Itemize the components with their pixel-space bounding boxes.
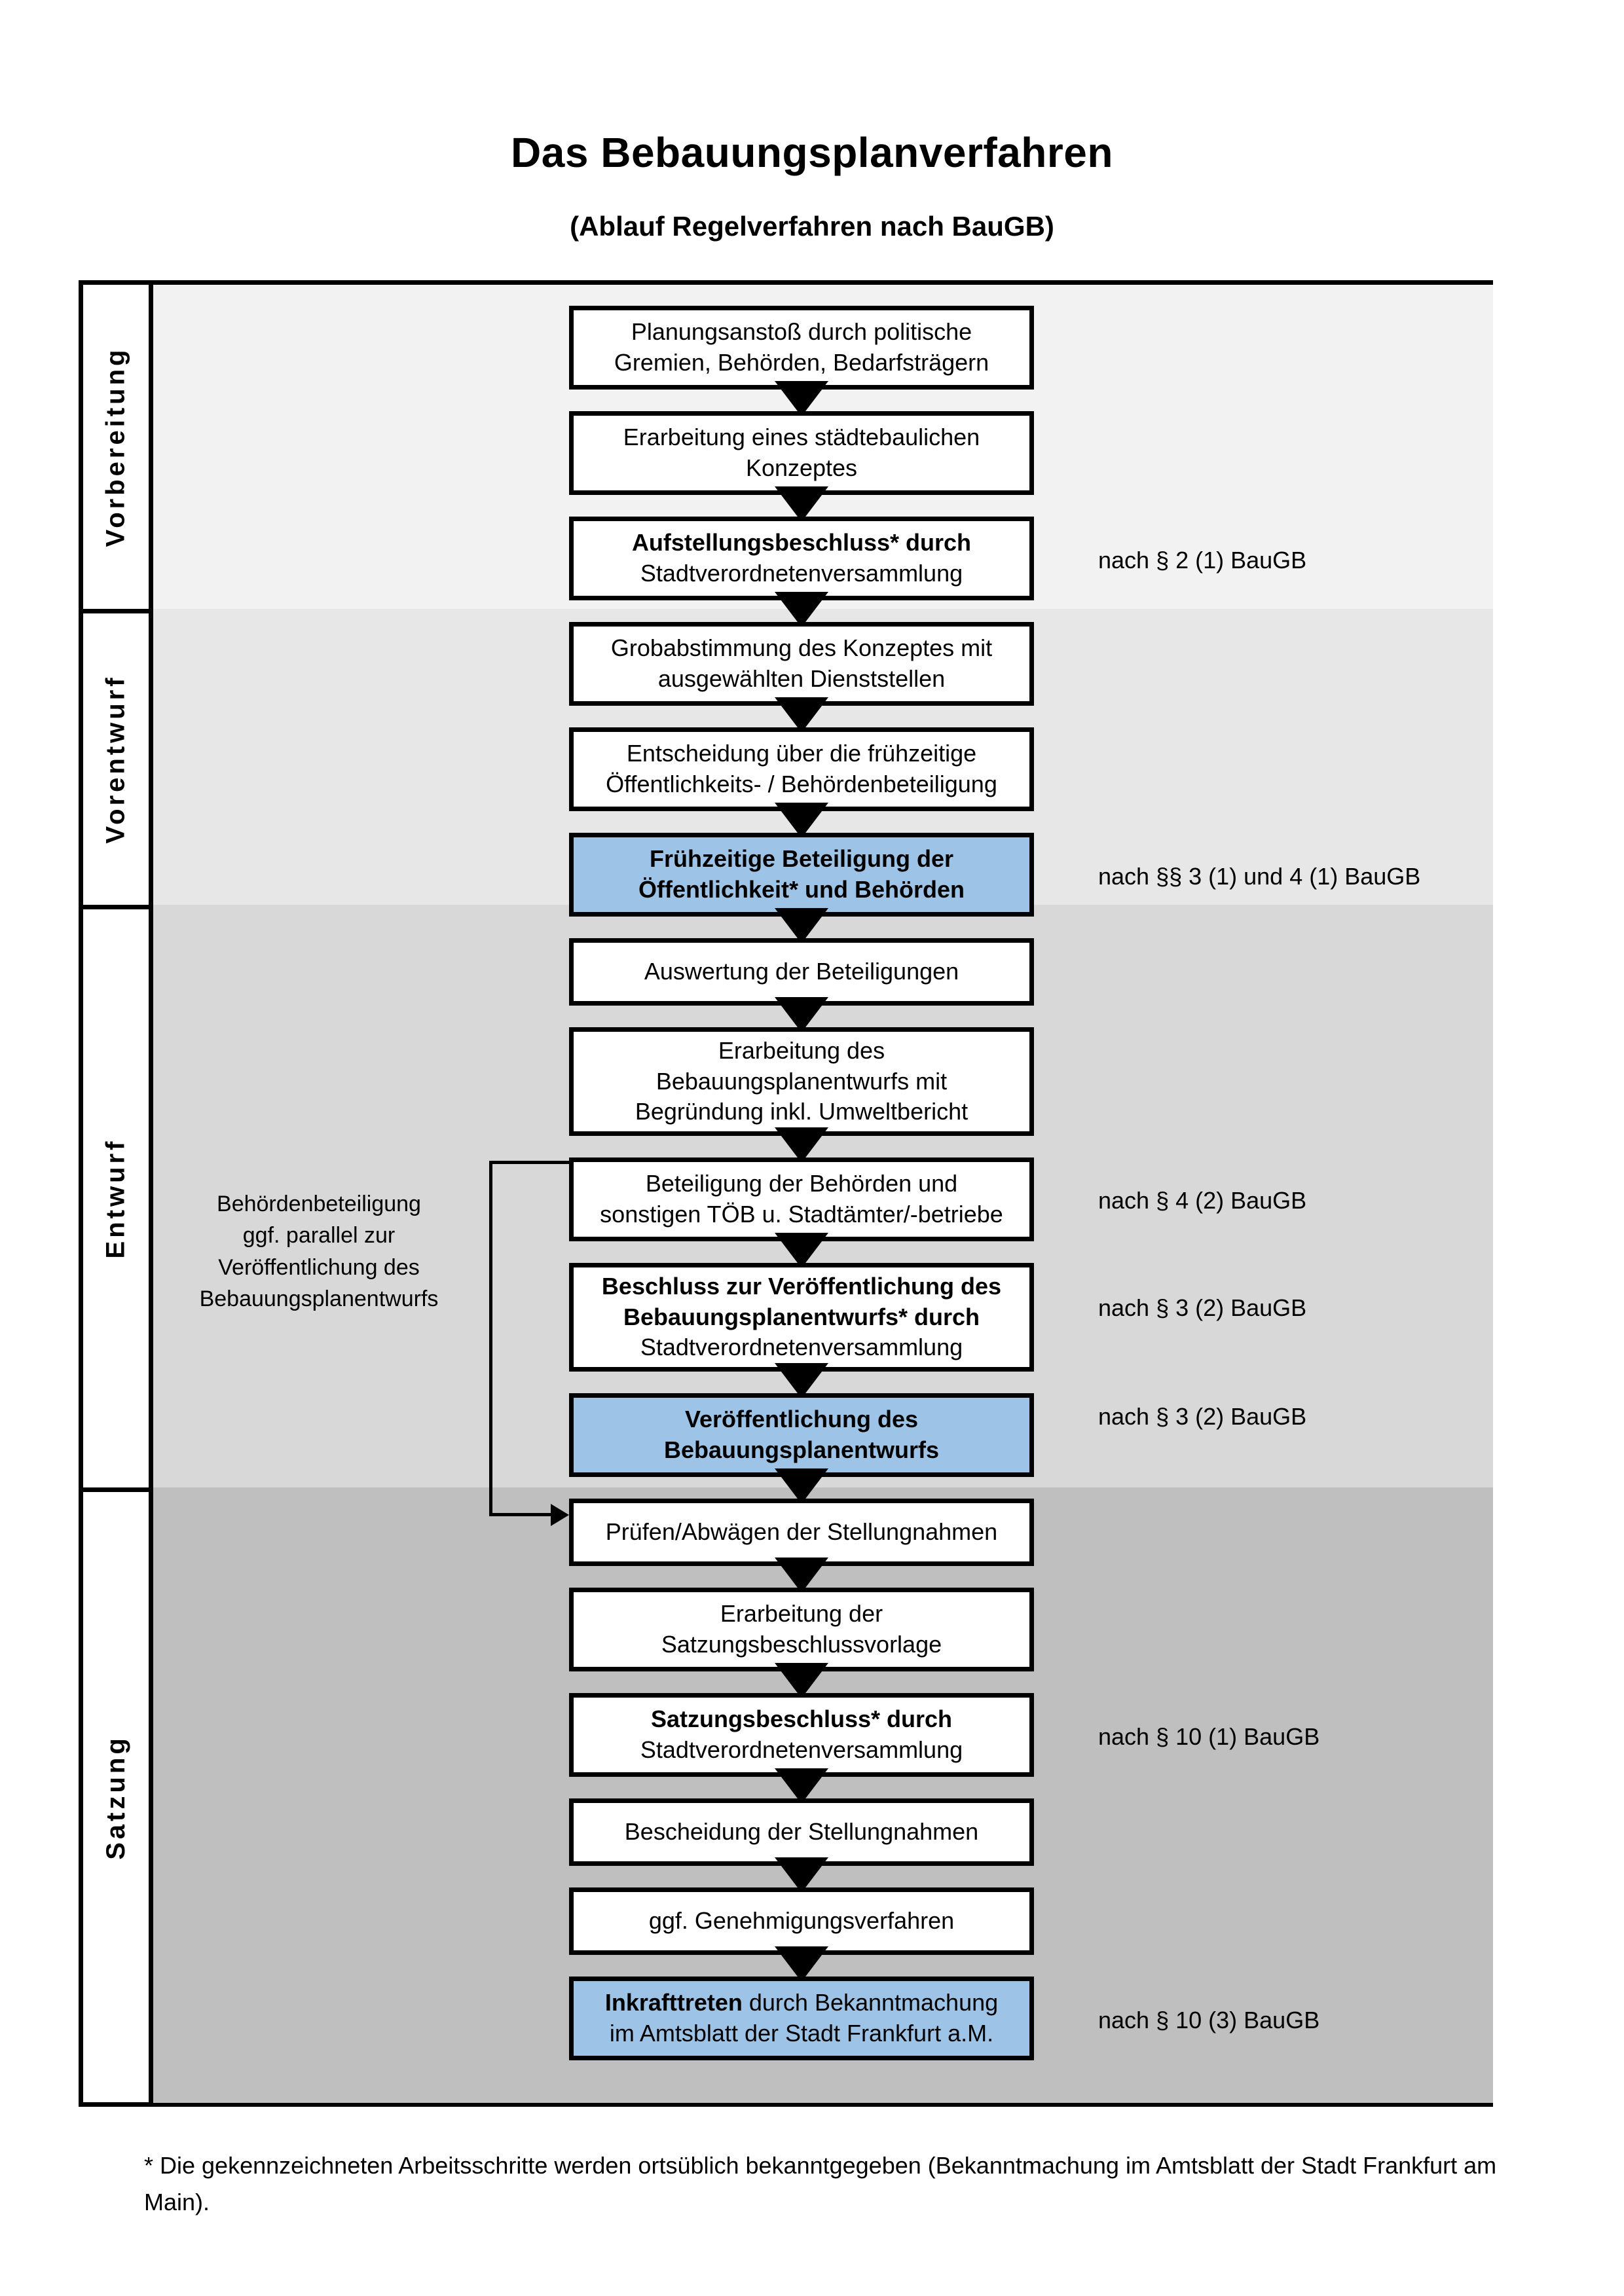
flow-node-erarbeitung-entwurf[interactable]: Erarbeitung des Bebauungsplanentwurfs mi… [569,1027,1034,1136]
sidenote-behoerdenbeteiligung: Behördenbeteiligung ggf. parallel zur Ve… [181,1188,456,1315]
connector-top-segment [489,1161,570,1164]
phase-label-vorentwurf: Vorentwurf [101,674,130,844]
sidenote-line: Behördenbeteiligung [217,1192,421,1216]
flow-node-veroeffentlichung[interactable]: Veröffentlichung des Bebauungsplanentwur… [569,1393,1034,1477]
flow-arrow-down-icon [775,997,828,1032]
flow-node-fruehzeitige-beteiligung[interactable]: Frühzeitige Beteiligung der Öffentlichke… [569,833,1034,917]
flow-arrow-down-icon [775,1558,828,1593]
legal-ref-2-1: nach § 2 (1) BauGB [1098,547,1307,574]
legal-ref-10-3: nach § 10 (3) BauGB [1098,2007,1320,2033]
sidenote-line: Veröffentlichung des [218,1254,420,1280]
page-subtitle: (Ablauf Regelverfahren nach BauGB) [570,211,1054,242]
node-line: Beschluss zur Veröffentlichung des [601,1272,1002,1300]
flow-node-satzungsbeschlussvorlage[interactable]: Erarbeitung der Satzungsbeschlussvorlage [569,1588,1034,1671]
flow-arrow-down-icon [775,1663,828,1698]
phase-label-satzung: Satzung [101,1735,130,1860]
flow-node-planungsanstoss[interactable]: Planungsanstoß durch politische Gremien,… [569,306,1034,390]
flow-node-beteiligung-behoerden[interactable]: Beteiligung der Behörden und sonstigen T… [569,1157,1034,1241]
node-line: Prüfen/Abwägen der Stellungnahmen [605,1518,998,1546]
page-title: Das Bebauungsplanverfahren [511,129,1113,176]
phase-cell-entwurf: Entwurf [83,909,149,1487]
flow-arrow-down-icon [775,697,828,733]
node-line: ausgewählten Dienststellen [657,665,946,692]
node-line: im Amtsblatt der Stadt Frankfurt a.M. [609,2020,994,2047]
flow-node-aufstellungsbeschluss[interactable]: Aufstellungsbeschluss* durch Stadtverord… [569,517,1034,600]
node-line: Öffentlichkeit* und Behörden [638,876,965,903]
flow-node-grobabstimmung[interactable]: Grobabstimmung des Konzeptes mit ausgewä… [569,622,1034,706]
flow-node-satzungsbeschluss[interactable]: Satzungsbeschluss* durch Stadtverordnete… [569,1693,1034,1777]
node-line: Bescheidung der Stellungnahmen [624,1818,979,1846]
node-line: Begründung inkl. Umweltbericht [635,1098,969,1125]
flow-arrow-down-icon [775,592,828,627]
flow-arrow-down-icon [775,1127,828,1163]
phase-label-vorbereitung: Vorbereitung [101,346,130,547]
connector-vertical-segment [489,1161,492,1514]
node-line: Frühzeitige Beteiligung der [649,845,954,873]
flow-node-genehmigungsverfahren[interactable]: ggf. Genehmigungsverfahren [569,1887,1034,1955]
flow-node-entscheidung-fruehzeitig[interactable]: Entscheidung über die frühzeitige Öffent… [569,727,1034,811]
flow-arrow-down-icon [775,1468,828,1504]
flow-node-beschluss-veroeffentlichung[interactable]: Beschluss zur Veröffentlichung des Bebau… [569,1263,1034,1372]
flow-arrow-down-icon [775,1768,828,1804]
flow-arrow-down-icon [775,1363,828,1398]
flow-node-bescheidung[interactable]: Bescheidung der Stellungnahmen [569,1798,1034,1866]
phase-cell-vorbereitung: Vorbereitung [83,285,149,609]
node-line: Konzeptes [745,454,858,481]
node-line: Beteiligung der Behörden und [645,1170,958,1197]
flow-node-pruefen-abwaegen[interactable]: Prüfen/Abwägen der Stellungnahmen [569,1499,1034,1566]
node-line: Entscheidung über die frühzeitige [626,740,977,767]
node-line: Stadtverordnetenversammlung [640,1736,963,1763]
node-line: Öffentlichkeits- / Behördenbeteiligung [606,771,997,797]
node-line: Satzungsbeschlussvorlage [661,1631,942,1658]
node-line: Stadtverordnetenversammlung [640,1334,963,1361]
footnote: * Die gekennzeichneten Arbeitsschritte w… [144,2152,1497,2215]
phase-cell-satzung: Satzung [83,1492,149,2103]
flow-arrow-down-icon [775,803,828,838]
flow-arrow-down-icon [775,1233,828,1268]
connector-arrowhead-icon [551,1504,569,1526]
phase-cell-vorentwurf: Vorentwurf [83,613,149,905]
legal-ref-10-1: nach § 10 (1) BauGB [1098,1723,1320,1750]
flow-arrow-down-icon [775,381,828,416]
node-line: Bebauungsplanentwurfs* durch [623,1303,980,1330]
node-line: Erarbeitung des [718,1036,885,1064]
node-line: Grobabstimmung des Konzeptes mit [610,634,993,662]
node-line: Stadtverordnetenversammlung [640,560,963,587]
flow-node-konzept[interactable]: Erarbeitung eines städtebaulichen Konzep… [569,411,1034,495]
legal-ref-3-2-b: nach § 3 (2) BauGB [1098,1403,1307,1430]
flow-node-inkrafttreten[interactable]: Inkrafttreten durch Bekanntmachung im Am… [569,1977,1034,2060]
node-line: sonstigen TÖB u. Stadtämter/-betriebe [600,1201,1003,1228]
flow-arrow-down-icon [775,486,828,522]
node-line: Inkrafttreten durch Bekanntmachung [604,1989,999,2016]
legal-ref-3-2-a: nach § 3 (2) BauGB [1098,1294,1307,1321]
flow-arrow-down-icon [775,1946,828,1982]
phase-divider-1 [83,609,149,613]
phase-divider-3 [83,1487,149,1492]
flow-arrow-down-icon [775,1857,828,1893]
sidenote-line: Bebauungsplanentwurfs [199,1286,439,1311]
node-line: Aufstellungsbeschluss* durch [631,529,972,556]
node-line: Erarbeitung eines städtebaulichen [623,424,980,451]
node-line: Bebauungsplanentwurfs mit [655,1067,948,1095]
node-line: Bebauungsplanentwurfs [663,1436,940,1463]
phase-label-entwurf: Entwurf [101,1138,130,1259]
node-line: ggf. Genehmigungsverfahren [648,1907,955,1935]
node-line: Auswertung der Beteiligungen [644,958,959,985]
legal-ref-4-2: nach § 4 (2) BauGB [1098,1187,1307,1214]
node-line: Gremien, Behörden, Bedarfsträgern [614,349,989,376]
node-line: Satzungsbeschluss* durch [650,1705,953,1733]
node-line: Veröffentlichung des [684,1406,919,1433]
phase-label-column: Vorbereitung Vorentwurf Entwurf Satzung [83,285,153,2102]
flow-node-auswertung[interactable]: Auswertung der Beteiligungen [569,938,1034,1006]
phase-divider-2 [83,905,149,909]
legal-ref-3-1-4-1: nach §§ 3 (1) und 4 (1) BauGB [1098,863,1421,890]
node-line: Planungsanstoß durch politische [631,318,972,346]
connector-bottom-segment [489,1513,553,1516]
node-line: Erarbeitung der [720,1600,883,1628]
flow-arrow-down-icon [775,908,828,943]
flowchart-frame: Vorbereitung Vorentwurf Entwurf Satzung … [79,280,1493,2107]
sidenote-line: ggf. parallel zur [242,1223,396,1248]
node-line-bold: Inkrafttreten [604,1989,743,2016]
